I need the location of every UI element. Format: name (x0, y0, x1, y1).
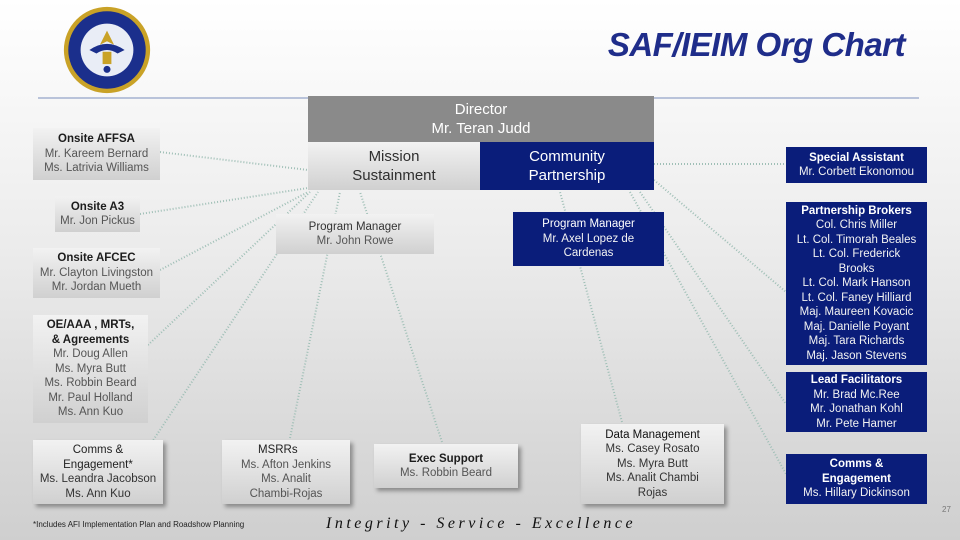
data-mgmt-name: Ms. Myra Butt (617, 457, 688, 470)
mission-sustainment-label: Mission Sustainment (352, 148, 436, 184)
partnership-brokers-box: Partnership Brokers Col. Chris Miller Lt… (786, 202, 927, 365)
msrrs-box: MSRRs Ms. Afton Jenkins Ms. Analit Chamb… (222, 440, 350, 504)
pm-rowe-box: Program Manager Mr. John Rowe (276, 214, 434, 254)
pm-rowe-name: Mr. John Rowe (316, 235, 394, 247)
onsite-affsa-name: Ms. Latrivia Williams (44, 162, 149, 175)
page-title: SAF/IEIM Org Chart (607, 26, 906, 63)
page-number: 27 (942, 505, 951, 514)
special-assistant-title: Special Assistant (809, 151, 904, 164)
pm-lopez-title: Program Manager (542, 218, 635, 231)
comms-engagement-right-box: Comms & Engagement Ms. Hillary Dickinson (786, 454, 927, 504)
onsite-affsa-box: Onsite AFFSA Mr. Kareem Bernard Ms. Latr… (33, 128, 160, 180)
exec-support-title: Exec Support (408, 452, 484, 465)
connector-affsa (159, 151, 309, 171)
onsite-afcec-box: Onsite AFCEC Mr. Clayton Livingston Mr. … (33, 248, 160, 298)
onsite-a3-box: Onsite A3 Mr. Jon Pickus (55, 196, 140, 232)
exec-support-name: Ms. Robbin Beard (399, 467, 493, 479)
broker-name: Lt. Col. Mark Hanson (802, 277, 911, 290)
onsite-afcec-name: Mr. Jordan Mueth (51, 281, 142, 294)
data-management-box: Data Management Ms. Casey Rosato Ms. Myr… (581, 424, 724, 504)
broker-name: Maj. Tara Richards (808, 335, 905, 348)
broker-name: Maj. Jason Stevens (806, 349, 907, 362)
community-partnership-box: Community Partnership (480, 142, 654, 190)
comms-right-title: Comms & Engagement (821, 458, 891, 485)
connector-a3 (139, 187, 309, 215)
pm-rowe-title: Program Manager (308, 220, 402, 233)
onsite-affsa-name: Mr. Kareem Bernard (44, 147, 149, 160)
pm-lopez-name: Mr. Axel Lopez de Cardenas (542, 232, 635, 260)
data-mgmt-name: Ms. Analit Chambi Rojas (606, 472, 699, 499)
oe-aaa-name: Ms. Myra Butt (55, 362, 126, 375)
comms-left-name: Ms. Leandra Jacobson (39, 473, 157, 485)
oe-aaa-title: OE/AAA , MRTs, & Agreements (46, 319, 135, 346)
oe-aaa-box: OE/AAA , MRTs, & Agreements Mr. Doug All… (33, 315, 148, 423)
comms-left-title: Comms & Engagement* (63, 444, 133, 471)
title-rule-right (654, 97, 919, 99)
onsite-a3-name: Mr. Jon Pickus (60, 215, 135, 227)
broker-name: Lt. Col. Frederick Brooks (812, 248, 901, 275)
connector-afcec (159, 191, 309, 271)
mission-sustainment-box: Mission Sustainment (308, 142, 480, 190)
broker-name: Lt. Col. Faney Hilliard (801, 291, 912, 304)
broker-name: Maj. Maureen Kovacic (799, 306, 914, 319)
oe-aaa-name: Mr. Doug Allen (53, 348, 128, 361)
director-box: Director Mr. Teran Judd (308, 96, 654, 142)
onsite-afcec-title: Onsite AFCEC (57, 252, 136, 265)
oe-aaa-name: Ms. Ann Kuo (57, 406, 124, 419)
director-name: Mr. Teran Judd (431, 120, 531, 137)
air-force-seal-icon (63, 6, 151, 94)
facilitator-name: Mr. Pete Hamer (816, 417, 897, 430)
title-rule-left (38, 97, 308, 99)
brokers-title: Partnership Brokers (801, 204, 912, 217)
msrrs-title: MSRRs (258, 444, 298, 456)
lead-facilitators-box: Lead Facilitators Mr. Brad Mc.Ree Mr. Jo… (786, 372, 927, 432)
exec-support-box: Exec Support Ms. Robbin Beard (374, 444, 518, 488)
broker-name: Maj. Danielle Poyant (803, 320, 910, 333)
onsite-a3-title: Onsite A3 (70, 200, 125, 213)
motto: Integrity - Service - Excellence (326, 515, 637, 532)
comms-left-name: Ms. Ann Kuo (65, 487, 131, 500)
director-title: Director (454, 101, 508, 118)
facilitator-name: Mr. Brad Mc.Ree (813, 388, 900, 401)
special-assistant-box: Special Assistant Mr. Corbett Ekonomou (786, 147, 927, 183)
data-mgmt-name: Ms. Casey Rosato (605, 443, 700, 456)
special-assistant-name: Mr. Corbett Ekonomou (798, 166, 915, 178)
connector-brokers (653, 179, 787, 293)
footnote: *Includes AFI Implementation Plan and Ro… (33, 520, 245, 529)
onsite-affsa-title: Onsite AFFSA (58, 133, 135, 146)
facilitator-name: Mr. Jonathan Kohl (810, 403, 903, 415)
oe-aaa-name: Ms. Robbin Beard (44, 377, 137, 390)
broker-name: Col. Chris Miller (815, 219, 898, 232)
broker-name: Lt. Col. Timorah Beales (796, 233, 917, 246)
connector-facilitators (639, 191, 787, 405)
community-partnership-label: Community Partnership (528, 148, 606, 184)
facilitators-title: Lead Facilitators (810, 374, 903, 386)
msrrs-name: Ms. Afton Jenkins (240, 458, 332, 471)
comms-right-name: Ms. Hillary Dickinson (803, 487, 910, 500)
msrrs-name: Ms. Analit Chambi-Rojas (249, 473, 323, 500)
data-mgmt-title: Data Management (605, 428, 700, 441)
comms-engagement-left-box: Comms & Engagement* Ms. Leandra Jacobson… (33, 440, 163, 504)
oe-aaa-name: Mr. Paul Holland (48, 391, 133, 404)
onsite-afcec-name: Mr. Clayton Livingston (39, 266, 154, 279)
pm-lopez-box: Program Manager Mr. Axel Lopez de Carden… (513, 212, 664, 266)
connector-oe-aaa (147, 191, 311, 346)
